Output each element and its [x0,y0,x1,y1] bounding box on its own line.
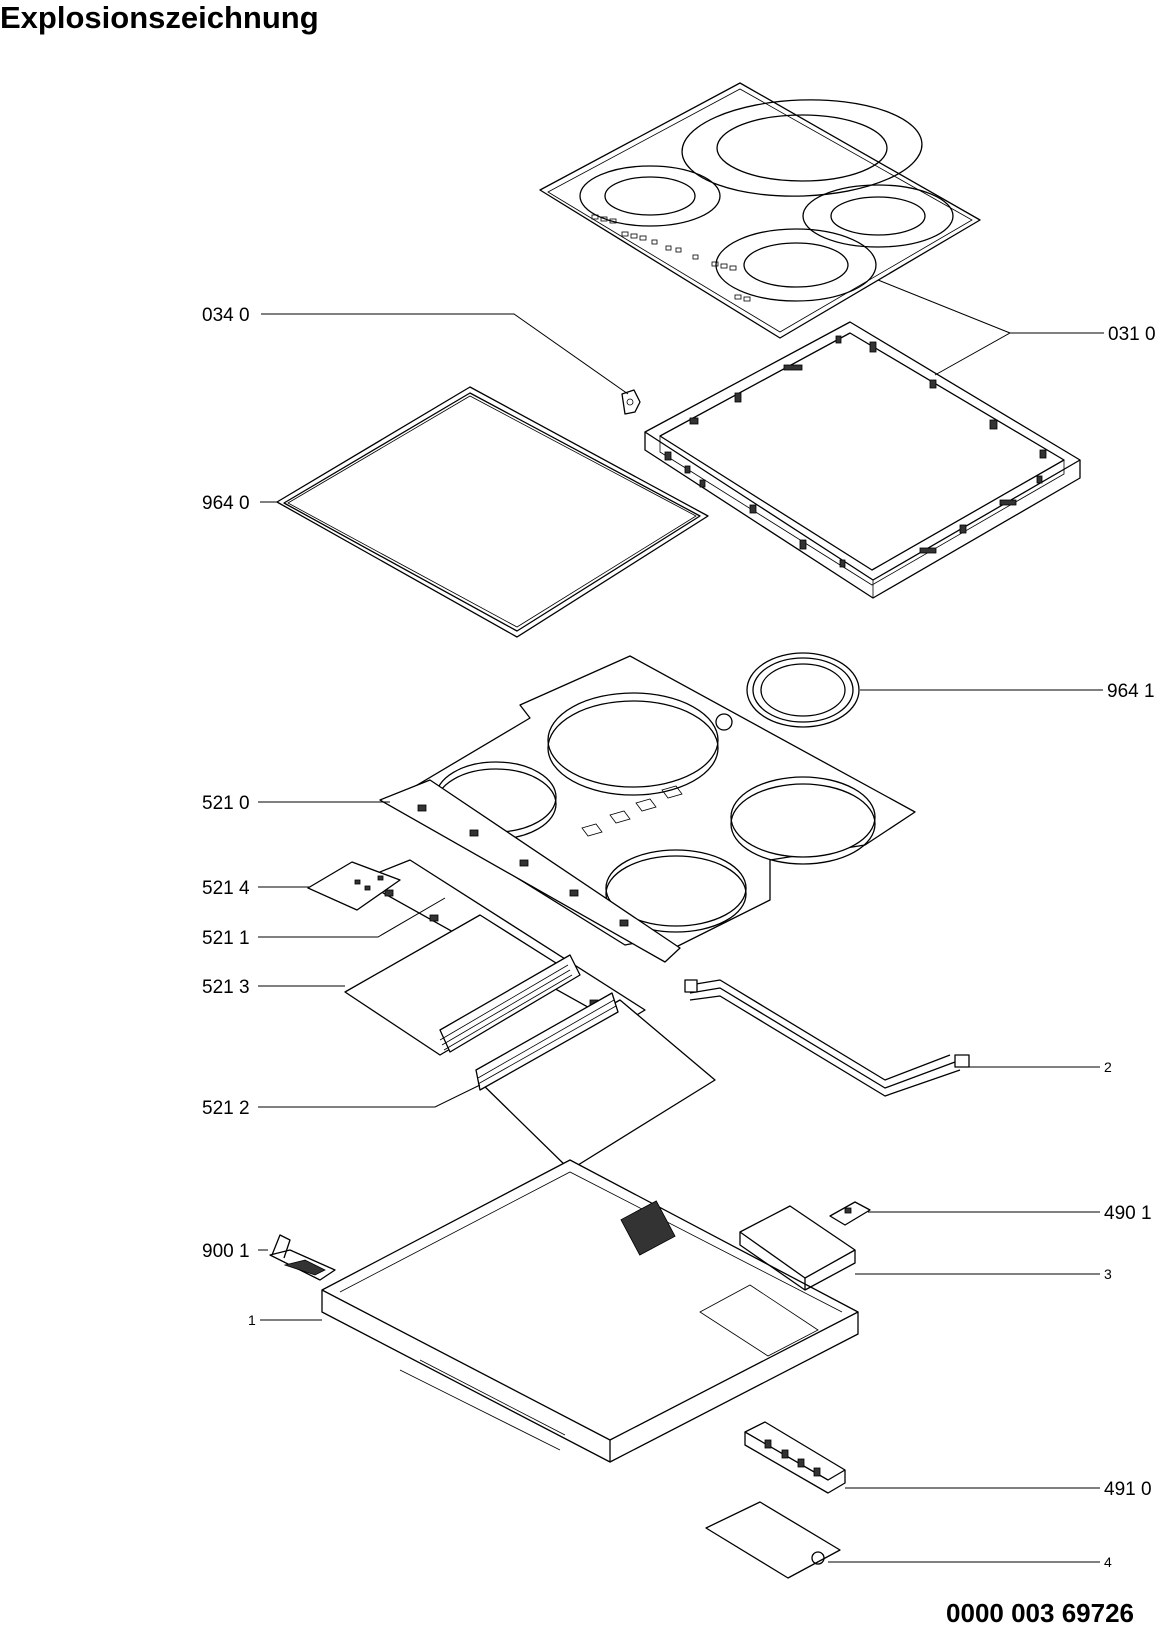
frame-seal [276,386,709,638]
handle-part [269,1234,336,1281]
label-521-0: 521 0 [202,793,250,814]
label-2: 2 [1104,1059,1112,1075]
document-number: 0000 003 69726 [946,1598,1134,1628]
label-521-4: 521 4 [202,878,250,899]
label-964-1: 964 1 [1107,681,1155,702]
seal-ring [746,652,860,728]
small-pcb [307,861,401,911]
label-031-0: 031 0 [1108,324,1156,345]
label-490-1: 490 1 [1104,1203,1152,1224]
clip-part [621,389,641,415]
label-964-0: 964 0 [202,493,250,514]
page-title: Explosionszeichnung [0,0,319,35]
label-4: 4 [1104,1554,1112,1570]
label-034-0: 034 0 [202,305,250,326]
label-521-1: 521 1 [202,928,250,949]
glass-ceramic-top [539,82,981,339]
terminal-block [744,1421,846,1494]
leader-lines [258,279,1104,1563]
small-terminal [829,1201,871,1226]
label-3: 3 [1104,1266,1112,1282]
label-900-1: 900 1 [202,1241,250,1262]
label-1: 1 [248,1312,256,1328]
bracket [739,1205,856,1291]
label-521-2: 521 2 [202,1098,250,1119]
ribbon-cable [684,979,970,1097]
label-491-0: 491 0 [1104,1479,1152,1500]
label-521-3: 521 3 [202,977,250,998]
hob-frame [644,321,1081,599]
part-labels: 034 0 031 0 964 0 964 1 521 0 521 4 521 … [202,305,1156,1570]
cover-plate [705,1501,841,1579]
bottom-housing [321,1159,859,1463]
heatsink-lower [475,992,716,1171]
heatsink-upper [344,914,581,1056]
